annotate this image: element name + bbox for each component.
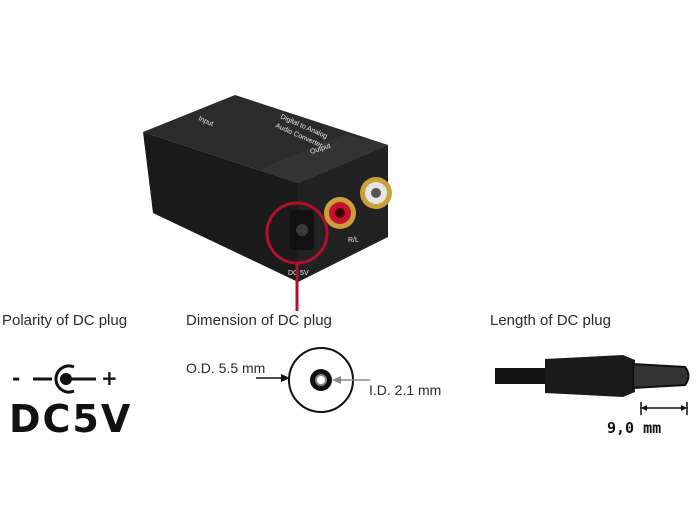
dimension-caption: Dimension of DC plug [186,312,332,329]
device-rl-label: R/L [348,237,359,244]
polarity-minus: - [12,366,21,390]
polarity-symbol-icon [33,364,96,394]
dc-voltage-label: DC5V [9,397,133,441]
dc-plug-cross-section-icon [256,347,370,413]
od-label: O.D. 5.5 mm [186,360,266,376]
device-output-ridge [258,134,388,183]
audio-converter-device: Digital to Analog Audio Converter Input … [143,95,392,311]
dc-plug-side-icon [495,355,690,415]
id-label: I.D. 2.1 mm [369,382,442,398]
rca-jack-red [324,197,356,229]
length-value: 9,0 mm [607,419,662,437]
length-caption: Length of DC plug [490,312,611,329]
polarity-caption: Polarity of DC plug [2,312,128,329]
device-front-face [143,132,298,282]
polarity-plus: + [101,366,118,390]
rca-jack-white [360,177,392,209]
